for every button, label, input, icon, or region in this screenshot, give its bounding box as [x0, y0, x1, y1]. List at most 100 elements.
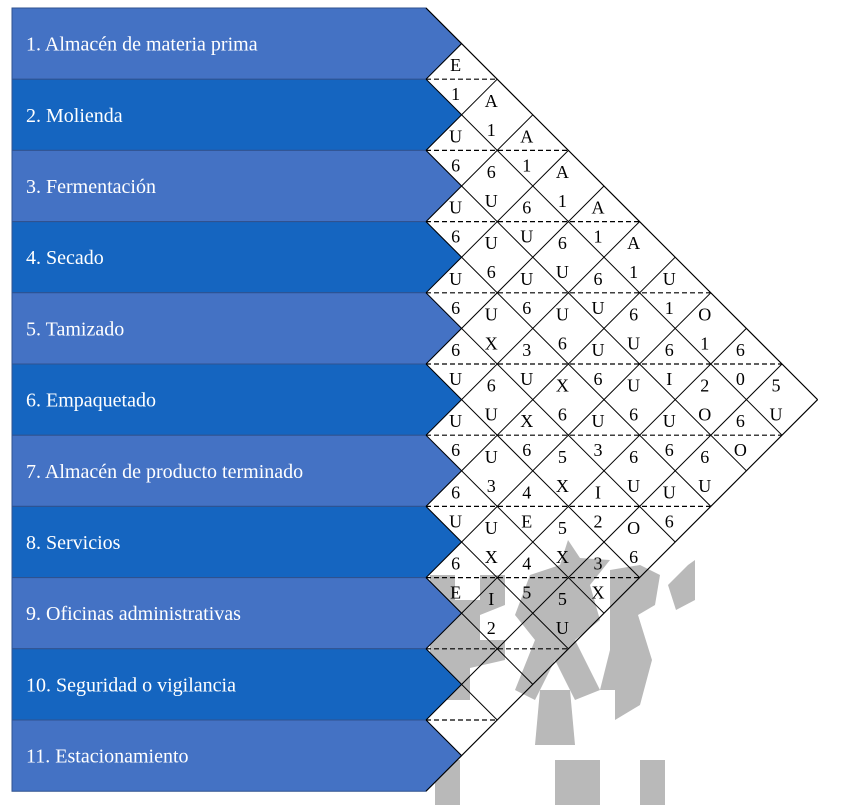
relationship-code: 6 — [487, 376, 496, 396]
matrix-grid-line — [425, 399, 818, 792]
relationship-code: 6 — [665, 340, 674, 360]
relationship-code: I — [595, 482, 601, 502]
reason-code: 1 — [487, 120, 496, 140]
activity-label: 9. Oficinas administrativas — [26, 603, 241, 625]
reason-code: 1 — [594, 227, 603, 247]
reason-code: O — [734, 440, 747, 460]
relationship-code: 6 — [736, 340, 745, 360]
relationship-code: U — [485, 518, 498, 538]
reason-code: U — [449, 511, 462, 531]
relationship-code: 3 — [522, 340, 531, 360]
relationship-code: U — [449, 269, 462, 289]
reason-code: 3 — [487, 476, 496, 496]
reason-code: 1 — [451, 84, 460, 104]
reason-code: 2 — [594, 511, 603, 531]
reason-code: E — [450, 583, 461, 603]
relationship-code: 3 — [594, 554, 603, 574]
reason-code: 6 — [451, 298, 460, 318]
relationship-code: 6 — [594, 269, 603, 289]
university-crest-watermark — [430, 540, 695, 805]
reason-code: 1 — [629, 262, 638, 282]
activity-label: 6. Empaquetado — [26, 390, 156, 412]
reason-code: 2 — [487, 618, 496, 638]
reason-code: 6 — [594, 369, 603, 389]
activity-label: 7. Almacén de producto terminado — [26, 461, 303, 483]
reason-code: 0 — [736, 369, 745, 389]
relationship-code: X — [556, 376, 569, 396]
reason-code: E — [521, 511, 532, 531]
relationship-code: U — [592, 411, 605, 431]
reason-code: 1 — [558, 191, 567, 211]
matrix-grid-line — [425, 363, 783, 721]
matrix-grid-line — [425, 150, 747, 472]
reason-code: 6 — [558, 405, 567, 425]
relationship-code: U — [592, 340, 605, 360]
relationship-code: 5 — [558, 447, 567, 467]
reason-code: X — [485, 333, 498, 353]
relationship-code: O — [627, 518, 640, 538]
matrix-grid-line — [425, 114, 534, 222]
matrix-grid-line — [425, 256, 676, 507]
activity-label: 1. Almacén de materia prima — [26, 34, 258, 56]
matrix-grid-line — [425, 577, 534, 685]
matrix-grid-line — [425, 221, 640, 436]
reason-code: U — [485, 405, 498, 425]
reason-code: 1 — [700, 333, 709, 353]
reason-code: X — [556, 476, 569, 496]
matrix-grid-line — [425, 328, 747, 650]
relationship-code: 6 — [522, 198, 531, 218]
reason-code: 6 — [522, 298, 531, 318]
activity-label: 2. Molienda — [26, 105, 123, 127]
reason-code: U — [556, 618, 569, 638]
activity-label: 5. Tamizado — [26, 318, 124, 340]
relationship-code: I — [488, 589, 494, 609]
relationship-code: U — [627, 376, 640, 396]
relationship-code: U — [556, 304, 569, 324]
relationship-code: U — [485, 233, 498, 253]
reason-code: U — [770, 405, 783, 425]
reason-code: 5 — [522, 583, 531, 603]
reason-code: X — [485, 547, 498, 567]
matrix-grid-line — [425, 292, 676, 543]
reason-code: U — [485, 191, 498, 211]
matrix-grid-line — [425, 78, 498, 151]
relationship-code: A — [592, 198, 605, 218]
relationship-code: 4 — [522, 482, 531, 502]
reason-code: 3 — [594, 440, 603, 460]
relationship-code: U — [449, 198, 462, 218]
relationship-code: A — [520, 126, 533, 146]
reason-code: 6 — [558, 333, 567, 353]
matrix-grid-line — [425, 719, 462, 756]
matrix-grid-line — [425, 7, 818, 400]
reason-code: 6 — [629, 405, 638, 425]
matrix-grid-line — [425, 43, 462, 80]
relationship-code: 4 — [522, 554, 531, 574]
relationship-code: 6 — [451, 554, 460, 574]
relationship-code: O — [698, 304, 711, 324]
relationship-code: X — [520, 411, 533, 431]
matrix-grid-line — [425, 434, 605, 614]
activity-label: 10. Seguridad o vigilancia — [26, 674, 236, 696]
reason-code: U — [592, 298, 605, 318]
relationship-code: U — [485, 447, 498, 467]
reason-code: U — [520, 227, 533, 247]
matrix-grid-line — [425, 292, 712, 578]
relationship-code: 6 — [736, 411, 745, 431]
reason-code: 6 — [629, 547, 638, 567]
relationship-code: 5 — [772, 376, 781, 396]
relationship-code: 6 — [558, 233, 567, 253]
relationship-code: 6 — [451, 482, 460, 502]
relationship-code: A — [485, 91, 498, 111]
reason-code: 6 — [487, 262, 496, 282]
relationship-code: 6 — [629, 447, 638, 467]
activity-label: 4. Secado — [26, 247, 104, 269]
activity-label: 11. Estacionamiento — [26, 746, 189, 768]
relationship-code: U — [663, 411, 676, 431]
reason-code: 6 — [665, 511, 674, 531]
relationship-code: U — [520, 269, 533, 289]
reason-code: 1 — [665, 298, 674, 318]
reason-code: U — [556, 262, 569, 282]
relationship-code: 6 — [487, 162, 496, 182]
relationship-code: A — [556, 162, 569, 182]
